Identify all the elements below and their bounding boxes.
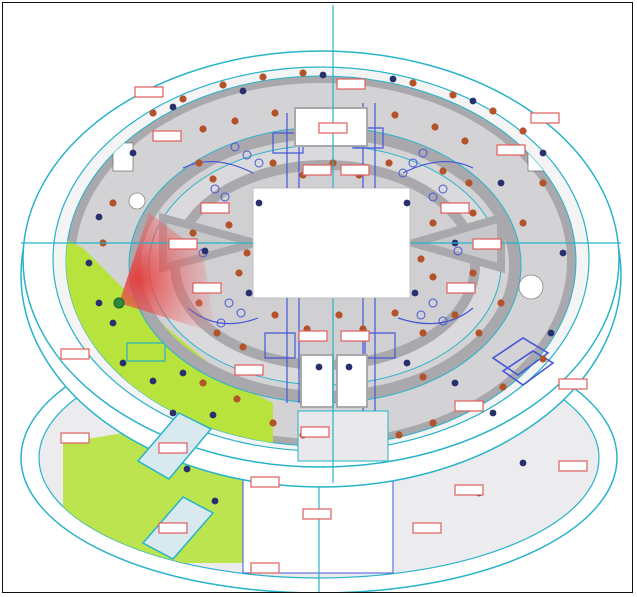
room-tag (300, 426, 330, 438)
room-tag (336, 78, 366, 90)
camera-position-icon (113, 297, 125, 309)
room-tag (60, 432, 90, 444)
floor-plan-3d-view (20, 5, 622, 592)
navy-markers (85, 71, 567, 505)
equipment-right (491, 337, 555, 386)
room-tag (340, 164, 370, 176)
room-tag (152, 130, 182, 142)
room-tag (158, 522, 188, 534)
room-tag (446, 282, 476, 294)
room-tag (60, 348, 90, 360)
room-tag (558, 378, 588, 390)
room-tag (302, 164, 332, 176)
room-tag (298, 330, 328, 342)
highlighted-zone-room (126, 342, 166, 362)
room-tag (302, 508, 332, 520)
room-tag (530, 112, 560, 124)
room-tag (250, 476, 280, 488)
room-tag (250, 562, 280, 574)
reference-axes (21, 5, 621, 483)
room-tag (340, 330, 370, 342)
lower-core-room-left (300, 354, 334, 408)
lower-core-room-right (336, 354, 368, 408)
room-tag (412, 522, 442, 534)
central-void (252, 187, 411, 299)
red-markers (99, 69, 547, 439)
room-tag (472, 238, 502, 250)
room-tag (496, 144, 526, 156)
room-tag (134, 86, 164, 98)
room-tag (200, 202, 230, 214)
room-tag (440, 202, 470, 214)
room-tag (558, 460, 588, 472)
room-tags (60, 78, 588, 574)
round-fixture-left (128, 192, 146, 210)
room-tag (192, 282, 222, 294)
upper-level (20, 5, 622, 560)
room-tag (168, 238, 198, 250)
round-fixture-right (518, 274, 544, 300)
room-tag (318, 122, 348, 134)
room-tag (234, 364, 264, 376)
room-tag (454, 484, 484, 496)
service-corridors (182, 103, 474, 413)
room-tag (158, 442, 188, 454)
room-tag (454, 400, 484, 412)
